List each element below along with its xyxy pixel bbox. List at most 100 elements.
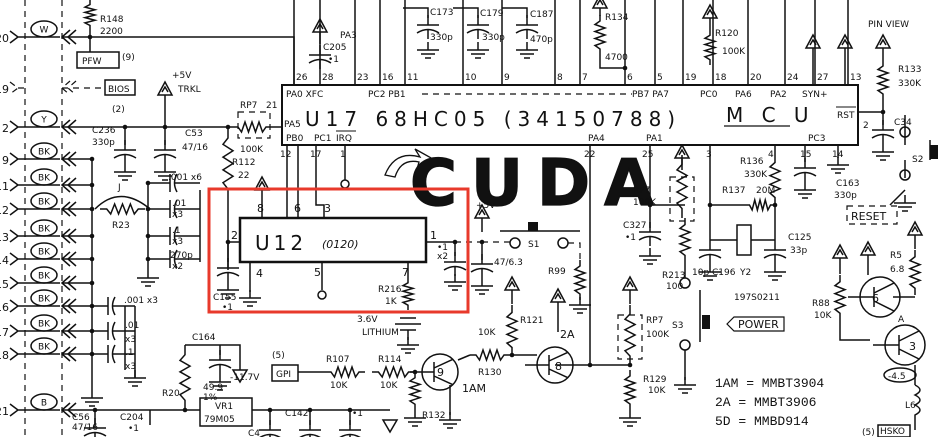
r88-resistor (832, 275, 848, 320)
label-c53v: 47/16 (182, 143, 208, 153)
u17-mcu-chip: U17 68HC05 (34150788) M C U RST PA5 (281, 84, 859, 146)
s3-contact (679, 339, 691, 351)
capacitor-icon (299, 420, 321, 437)
label-bios: BIOS (108, 85, 130, 95)
label-r121: R121 (520, 316, 543, 326)
r121-resistor (505, 305, 519, 355)
label-l6: L6 (905, 401, 916, 411)
u12-pin-number: 8 (257, 202, 264, 215)
capacitor-icon (83, 418, 107, 437)
u12-pin-number: 4 (256, 267, 263, 280)
capacitor-icon (515, 15, 539, 39)
label-pa3: PA3 (340, 31, 357, 41)
label-r134v: 4700 (605, 53, 628, 63)
u12-chip: U12 (0120) (238, 216, 428, 264)
label-r213v: 100 (666, 282, 683, 292)
u17-pin-number: 3 (706, 150, 712, 160)
power-button-label[interactable] (726, 316, 785, 332)
rp7-c-resistor (623, 305, 637, 365)
label-r120: R120 (715, 29, 739, 39)
wire-color-label: BK (38, 343, 51, 353)
label-r137v: 20M (756, 186, 775, 196)
label-r148v: 2200 (100, 27, 123, 37)
u17-pin-number: 24 (787, 73, 799, 83)
connector-pin-number: 12 (0, 204, 9, 217)
capacitor-icon (763, 240, 787, 264)
wire-color-bubble (30, 337, 58, 355)
wire-color-bubble (30, 242, 58, 260)
capacitor-icon (259, 420, 281, 437)
label-q3: 3 (909, 340, 916, 353)
label-c205: C205 (323, 43, 346, 53)
label-c327v: •1 (625, 233, 636, 243)
label-r112: R112 (232, 158, 255, 168)
wire (227, 241, 240, 262)
s3-contact (679, 277, 691, 289)
label-j: J (117, 183, 121, 193)
label-r134: R134 (605, 13, 629, 23)
label-c1x2: •1 (437, 243, 448, 253)
label-r216: R216 (378, 285, 402, 295)
label-cb3x: x3 (125, 362, 136, 372)
r148-resistor (82, 0, 98, 30)
s1-contact (557, 237, 569, 249)
ground-icon (439, 412, 461, 429)
wires (24, 0, 916, 437)
wire-color-bubble (30, 168, 58, 186)
u17-pin-label: SYN+ (802, 90, 827, 100)
u17-pin-number: 12 (280, 150, 291, 160)
r99-resistor (572, 260, 588, 300)
l6-inductor (913, 384, 921, 430)
u17-pin-label: PC2 PB1 (368, 90, 406, 100)
u17-pin-number: 20 (750, 73, 762, 83)
connector-pin-14: 14BK (0, 242, 77, 267)
label-r137: R137 (722, 186, 745, 196)
label-c173v: 330p (430, 33, 453, 43)
transistor-legend: 1AM = MMBT3904 2A = MMBT3906 5D = MMBD91… (715, 376, 824, 429)
q9-transistor-leads (410, 358, 453, 386)
label-r130: R130 (478, 368, 502, 378)
ground-icon (471, 278, 493, 295)
label-ca4x: x2 (172, 262, 183, 272)
wire-color-bubble (30, 142, 58, 160)
capacitor-icon (638, 222, 662, 246)
capacitor-icon (164, 226, 183, 246)
ground-icon (417, 42, 439, 59)
u17-pin-label: PA6 (735, 90, 752, 100)
pfw-box (76, 51, 120, 69)
junction-dot (87, 34, 93, 40)
wire (502, 7, 528, 18)
capacitor-icon (466, 15, 490, 39)
u17-pin-label: PC0 (700, 90, 718, 100)
u12-pin-number: 7 (402, 266, 409, 279)
vr1-regulator (199, 397, 253, 427)
r130-resistor (470, 347, 510, 363)
connector-pin-number: 21 (0, 405, 9, 418)
power-rail-icon (701, 3, 719, 30)
label-r114v: 10K (380, 381, 398, 391)
ground-icon (124, 370, 146, 387)
label-r20: R20 (162, 389, 180, 399)
u12-pin-number: 1 (430, 229, 437, 242)
capacitor-icon (164, 199, 183, 219)
ground-icon (209, 374, 231, 391)
label-c187v: 470p (530, 35, 553, 45)
ground-icon (217, 282, 239, 299)
connector-pin-13: 13BK (0, 219, 77, 244)
label-c327: C327 (623, 221, 646, 231)
connector-pin-17: 17BK (0, 314, 77, 339)
rp7-resistor (232, 119, 272, 135)
u12-pin5-test-point (317, 290, 327, 300)
ground-icon (239, 290, 261, 307)
u17-pin-number: 17 (310, 150, 321, 160)
connector-pin-12: 12BK (0, 192, 77, 217)
highlight-box (207, 187, 470, 314)
label-c173: C173 (430, 8, 453, 18)
power-rail-icon (591, 0, 609, 16)
r107-resistor (325, 364, 365, 380)
power-rail-icon (804, 33, 822, 84)
reset-box (846, 205, 898, 225)
connector-pin-number: 17 (0, 326, 9, 339)
capacitor-icon (164, 249, 183, 269)
